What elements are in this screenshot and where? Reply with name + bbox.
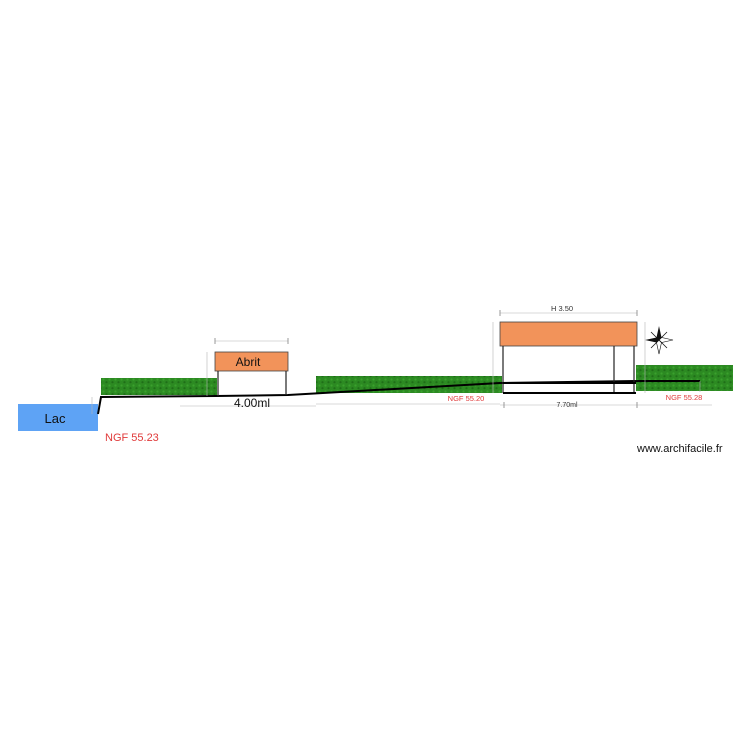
lake: [18, 404, 98, 431]
ground-line: [97, 380, 700, 415]
width-building-label: 7.70ml: [556, 402, 577, 409]
ngf-mid-label: NGF 55.20: [448, 394, 485, 403]
compass-rose-icon: [645, 326, 674, 355]
watermark: www.archifacile.fr: [636, 443, 723, 455]
dimension-ticks: [214, 310, 638, 408]
width-shelter-label: 4.00ml: [234, 396, 270, 410]
shelter-roof: [214, 351, 289, 372]
hedge-middle: [316, 376, 502, 393]
ngf-right-label: NGF 55.28: [666, 393, 703, 402]
height-building-label: H 3.50: [551, 304, 573, 313]
lake-label: Lac: [45, 411, 66, 426]
dimension-guides: [91, 312, 712, 414]
building: [499, 321, 638, 394]
hedge-left: [101, 378, 217, 395]
shelter-label: Abrit: [236, 355, 261, 369]
building-roof: [499, 321, 638, 347]
shelter: Abrit: [214, 351, 289, 396]
ngf-lake-label: NGF 55.23: [105, 432, 159, 444]
hedge-right: [636, 365, 733, 391]
